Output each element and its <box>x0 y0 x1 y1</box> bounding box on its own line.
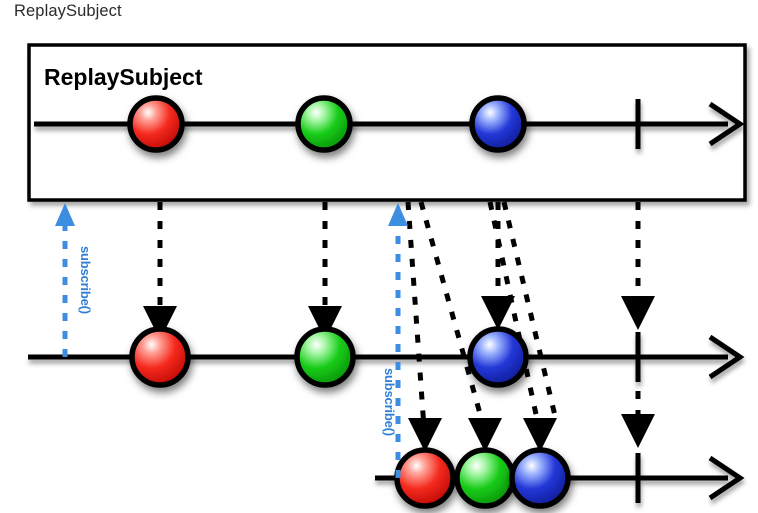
replay-blue-to-second-arrowhead <box>523 418 557 452</box>
source-marble-blue <box>469 95 527 153</box>
subscribe-arrow-second[interactable]: subscribe() <box>382 203 408 478</box>
complete-to-first-arrowhead <box>621 296 655 330</box>
marble-red-icon <box>127 95 185 153</box>
marble-blue-icon <box>469 95 527 153</box>
marble-green-icon <box>295 95 353 153</box>
marble-blue-icon <box>509 447 571 509</box>
first-subscriber-marble-green <box>294 326 356 388</box>
marble-red-icon <box>394 447 456 509</box>
complete-to-second-arrowhead <box>621 414 655 448</box>
replay-links-second <box>405 201 655 452</box>
marble-blue-icon <box>467 326 529 388</box>
marble-red-icon <box>129 326 191 388</box>
replay-red-to-second-arrowhead <box>408 418 442 452</box>
second-subscriber-marble-red <box>394 447 456 509</box>
subscribe-arrow-second-label: subscribe() <box>382 368 397 436</box>
subscribe-arrow-first-head <box>55 203 75 226</box>
replay-green-to-second-arrowhead <box>468 418 502 452</box>
emit-blue-live-to-second-line <box>501 201 559 421</box>
marble-green-icon <box>454 447 516 509</box>
first-subscriber-arrowhead <box>708 334 745 380</box>
second-subscriber-marble-blue <box>509 447 571 509</box>
source-marble-green <box>295 95 353 153</box>
replay-blue-to-second-line <box>487 201 542 429</box>
emit-blue-to-first-arrowhead <box>481 296 515 330</box>
emit-green-to-first-arrowhead <box>308 306 342 340</box>
second-subscriber-arrowhead <box>708 455 745 501</box>
subscribe-arrow-second-head <box>388 203 408 226</box>
second-subscriber-marble-green <box>454 447 516 509</box>
page-title: ReplaySubject <box>14 2 122 20</box>
marble-green-icon <box>294 326 356 388</box>
subscribe-arrow-first-label: subscribe() <box>78 246 93 314</box>
source-box-label: ReplaySubject <box>44 64 203 90</box>
replay-green-to-second-line <box>418 201 487 429</box>
first-subscriber-marble-blue <box>467 326 529 388</box>
first-subscriber-marble-red <box>129 326 191 388</box>
source-marble-red <box>127 95 185 153</box>
replay-red-to-second-line <box>405 201 427 429</box>
emission-links-first <box>143 202 655 340</box>
subscribe-arrow-first[interactable]: subscribe() <box>55 203 93 357</box>
emit-red-to-first-arrowhead <box>143 306 177 340</box>
source-timeline-arrowhead <box>708 101 745 147</box>
